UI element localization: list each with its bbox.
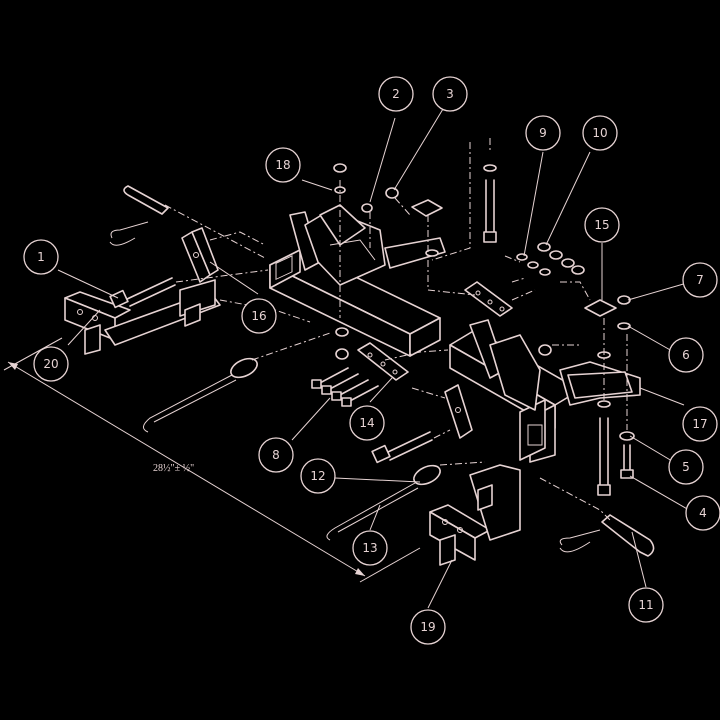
callout-7: 7 (682, 262, 718, 298)
svg-text:9: 9 (539, 126, 547, 140)
svg-text:3: 3 (446, 87, 454, 101)
svg-text:7: 7 (696, 273, 704, 287)
callout-2: 2 (378, 76, 414, 112)
callout-5: 5 (668, 449, 704, 485)
callout-17: 17 (682, 406, 718, 442)
svg-text:12: 12 (310, 469, 325, 483)
bottom-receiver (429, 464, 521, 566)
svg-text:16: 16 (251, 309, 266, 323)
bolts (109, 164, 634, 496)
svg-text:1: 1 (37, 250, 45, 264)
callout-3: 3 (432, 76, 468, 112)
callouts: 1 2 3 4 5 6 7 8 9 10 11 12 13 14 15 16 1… (23, 76, 720, 645)
callout-16: 16 (241, 298, 277, 334)
svg-text:20: 20 (43, 357, 58, 371)
right-frame (449, 319, 641, 463)
callout-9: 9 (525, 115, 561, 151)
main-frame (269, 204, 446, 357)
left-receiver (64, 279, 221, 355)
callout-10: 10 (582, 115, 618, 151)
svg-text:15: 15 (594, 218, 609, 232)
svg-text:4: 4 (699, 506, 707, 520)
dimension-label: 28½"± ½" (153, 463, 194, 474)
callout-15: 15 (584, 207, 620, 243)
callout-19: 19 (410, 609, 446, 645)
callout-4: 4 (685, 495, 720, 531)
callout-12: 12 (300, 458, 336, 494)
dimension-line: 28½"± ½" (3, 337, 421, 583)
svg-text:14: 14 (359, 416, 374, 430)
svg-text:2: 2 (392, 87, 400, 101)
callout-13: 13 (352, 530, 388, 566)
svg-text:5: 5 (682, 460, 690, 474)
callout-18: 18 (265, 147, 301, 183)
svg-text:18: 18 (275, 158, 290, 172)
leader-lines (57, 108, 690, 609)
callout-6: 6 (668, 337, 704, 373)
svg-text:8: 8 (272, 448, 280, 462)
svg-text:6: 6 (682, 348, 690, 362)
svg-text:10: 10 (592, 126, 607, 140)
callout-14: 14 (349, 405, 385, 441)
callout-20: 20 (33, 346, 69, 382)
callout-11: 11 (628, 587, 664, 623)
svg-text:11: 11 (638, 598, 653, 612)
svg-text:13: 13 (362, 541, 377, 555)
pins-and-cables (109, 185, 655, 557)
svg-text:19: 19 (420, 620, 435, 634)
callout-1: 1 (23, 239, 59, 275)
callout-8: 8 (258, 437, 294, 473)
svg-text:17: 17 (692, 417, 707, 431)
